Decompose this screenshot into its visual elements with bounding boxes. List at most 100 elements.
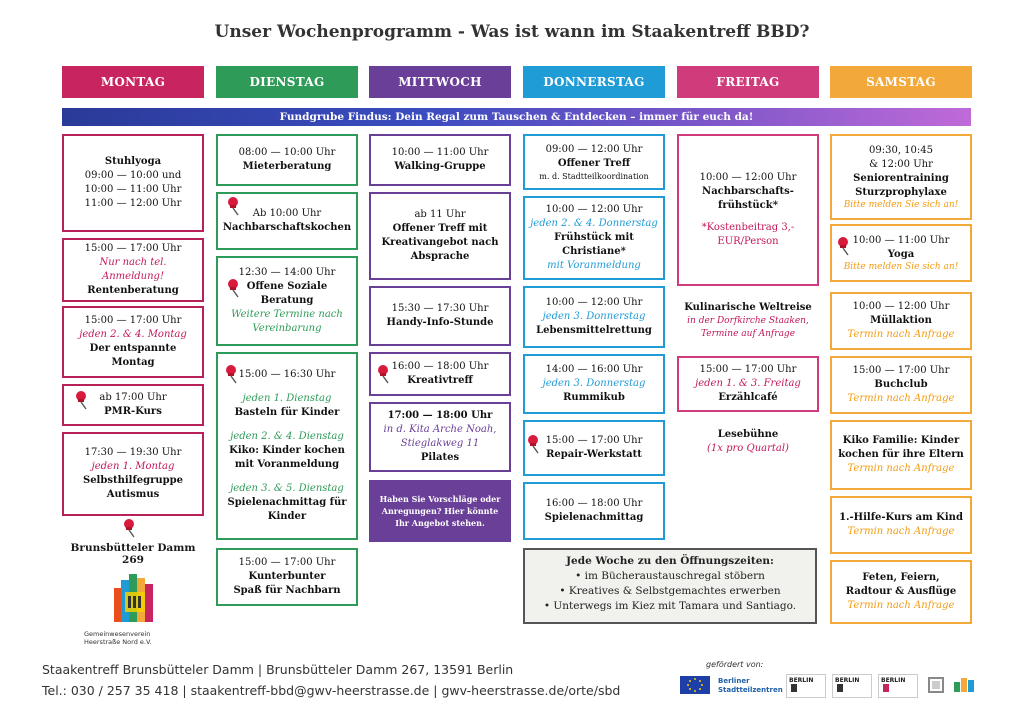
berlin-bear-icon	[791, 684, 797, 692]
event-note: Termin nach Anfrage	[847, 526, 955, 537]
event-name: frühstück*	[718, 200, 778, 211]
berlin-text: BERLIN	[881, 677, 906, 684]
event-offener-treff: 09:00 — 12:00 Uhr Offener Treff m. d. St…	[523, 134, 665, 190]
event-time: 10:00 — 11:00 Uhr	[391, 147, 489, 158]
event-name: Kunterbunter	[248, 571, 326, 582]
event-name: PMR-Kurs	[104, 406, 162, 417]
event-name: Autismus	[106, 489, 160, 500]
berlin-logo-2: BERLIN	[832, 674, 872, 698]
org-name: Gemeinwesenverein Heerstraße Nord e.V.	[84, 630, 152, 646]
event-name: Erzählcafé	[718, 392, 778, 403]
event-time: 09:00 — 12:00 Uhr	[545, 143, 643, 155]
event-note: Termin nach Anfrage	[847, 463, 955, 474]
footer-address: Staakentreff Brunsbütteler Damm | Brunsb…	[42, 662, 514, 677]
event-note: Bitte melden Sie sich an!	[843, 199, 959, 210]
event-name: Nachbarschaftskochen	[222, 222, 352, 233]
event-name: Pilates	[420, 452, 460, 463]
event-buchclub: 15:00 — 17:00 Uhr Buchclub Termin nach A…	[830, 356, 972, 414]
event-time: 15:00 — 17:00 Uhr	[238, 557, 336, 568]
pushpin-icon	[228, 279, 239, 298]
org-name-line: Gemeinwesenverein	[84, 630, 151, 638]
event-pmr-kurs: ab 17:00 Uhr PMR-Kurs	[62, 384, 204, 426]
berlin-logo-1: BERLIN	[786, 674, 826, 698]
event-time: 10:00 — 12:00 Uhr	[545, 297, 643, 308]
event-note: EUR/Person	[717, 236, 779, 247]
event-name: Montag	[111, 357, 155, 368]
event-name: Repair-Werkstatt	[546, 449, 642, 460]
event-feten-feiern: Feten, Feiern, Radtour & Ausflüge Termin…	[830, 560, 972, 624]
event-time: 15:00 — 17:00 Uhr	[699, 364, 797, 375]
event-walking-gruppe: 10:00 — 11:00 Uhr Walking-Gruppe	[369, 134, 511, 186]
event-time: & 12:00 Uhr	[869, 158, 933, 170]
event-name: Mieterberatung	[242, 161, 332, 172]
event-name: Selbsthilfegruppe	[82, 475, 184, 486]
event-name: Offener Treff mit	[392, 223, 488, 234]
suggestion-box: Haben Sie Vorschläge oder Anregungen? Hi…	[369, 480, 511, 542]
event-name: Walking-Gruppe	[394, 161, 486, 172]
event-name: 1.-Hilfe-Kurs am Kind	[839, 512, 963, 523]
event-name: Spaß für Nachbarn	[233, 585, 341, 596]
event-name: Kreativangebot nach	[381, 237, 499, 248]
berlin-text: BERLIN	[789, 677, 814, 684]
event-name: Der entspannte	[89, 343, 177, 354]
berlin-text: BERLIN	[835, 677, 860, 684]
fundgrube-banner: Fundgrube Findus: Dein Regal zum Tausche…	[62, 108, 971, 126]
event-time: Ab 10:00 Uhr	[252, 208, 322, 219]
event-name: Basteln für Kinder	[234, 407, 340, 418]
event-note: jeden 3. Donnerstag	[542, 378, 646, 389]
event-name: Kinder	[267, 511, 307, 522]
event-kreativtreff: 16:00 — 18:00 Uhr Kreativtreff	[369, 352, 511, 396]
event-time: 17:30 — 19:30 Uhr	[84, 447, 182, 458]
event-soziale-beratung: 12:30 — 14:00 Uhr Offene Soziale Beratun…	[216, 256, 358, 346]
event-time: ab 17:00 Uhr	[99, 392, 167, 403]
event-note: Nur nach tel. Anmeldung!	[99, 257, 167, 282]
event-note: Termin nach Anfrage	[847, 600, 955, 611]
weekly-info-box: Jede Woche zu den Öffnungszeiten: • im B…	[523, 548, 817, 624]
event-mieterberatung: 08:00 — 10:00 Uhr Mieterberatung	[216, 134, 358, 186]
event-note: *Kostenbeitrag 3,-	[701, 222, 795, 233]
event-time: 14:00 — 16:00 Uhr	[545, 364, 643, 375]
page-title: Unser Wochenprogramm - Was ist wann im S…	[214, 22, 810, 42]
event-time: 08:00 — 10:00 Uhr	[238, 147, 336, 158]
event-note: in der Dorfkirche Staaken,	[687, 316, 809, 326]
event-lebensmittelrettung: 10:00 — 12:00 Uhr jeden 3. Donnerstag Le…	[523, 286, 665, 348]
event-note: jeden 3. Donnerstag	[542, 311, 646, 322]
address-label: Brunsbütteler Damm 269	[70, 542, 196, 566]
event-note: Weitere Termine nach	[231, 309, 343, 320]
event-time: 16:00 — 18:00 Uhr	[391, 361, 489, 372]
event-note: Stieglakweg 11	[400, 438, 480, 449]
day-header-montag: MONTAG	[62, 66, 204, 98]
day-header-mittwoch: MITTWOCH	[369, 66, 511, 98]
event-name: Spielenachmittag für	[227, 497, 347, 508]
event-note: mit Voranmeldung	[547, 260, 641, 271]
event-name: Kiko Familie: Kinder	[842, 435, 960, 446]
pushpin-icon	[76, 391, 87, 410]
event-kunterbunter-spass: 15:00 — 17:00 Uhr Kunterbunter Spaß für …	[216, 548, 358, 606]
event-time: 15:00 — 16:30 Uhr	[238, 369, 336, 380]
event-nachbarschaftskochen: Ab 10:00 Uhr Nachbarschaftskochen	[216, 192, 358, 250]
event-name: Radtour & Ausflüge	[845, 586, 957, 597]
event-name: mit Voranmeldung	[234, 459, 340, 470]
event-time: 15:00 — 17:00 Uhr	[84, 315, 182, 326]
event-name: Feten, Feiern,	[862, 572, 940, 583]
event-name: Rentenberatung	[87, 285, 179, 296]
pushpin-icon	[528, 435, 539, 454]
event-muellaktion: 10:00 — 12:00 Uhr Müllaktion Termin nach…	[830, 292, 972, 350]
event-note: jeden 2. & 4. Dienstag	[230, 431, 344, 442]
stadtteilzentren-text: Berliner Stadtteilzentren	[718, 677, 783, 694]
pushpin-icon	[124, 519, 135, 538]
day-header-dienstag: DIENSTAG	[216, 66, 358, 98]
event-name: Christiane*	[562, 246, 626, 257]
event-time: 09:00 — 10:00 und	[84, 170, 182, 181]
event-note: jeden 2. & 4. Montag	[79, 329, 187, 340]
event-lesebuehne: Lesebühne (1x pro Quartal)	[677, 418, 819, 466]
event-name: Kiko: Kinder kochen	[229, 445, 345, 456]
event-kinderprogramm: 15:00 — 16:30 Uhr jeden 1. Dienstag Bast…	[216, 352, 358, 540]
event-time: 15:30 — 17:30 Uhr	[391, 303, 489, 314]
event-note: Termin nach Anfrage	[847, 393, 955, 404]
berlin-logo-3: BERLIN	[878, 674, 918, 698]
org-name-line: Heerstraße Nord e.V.	[84, 638, 152, 646]
event-time: 10:00 — 12:00 Uhr	[545, 204, 643, 215]
berlin-bear-icon	[837, 684, 843, 692]
event-note: Termin nach Anfrage	[847, 329, 955, 340]
